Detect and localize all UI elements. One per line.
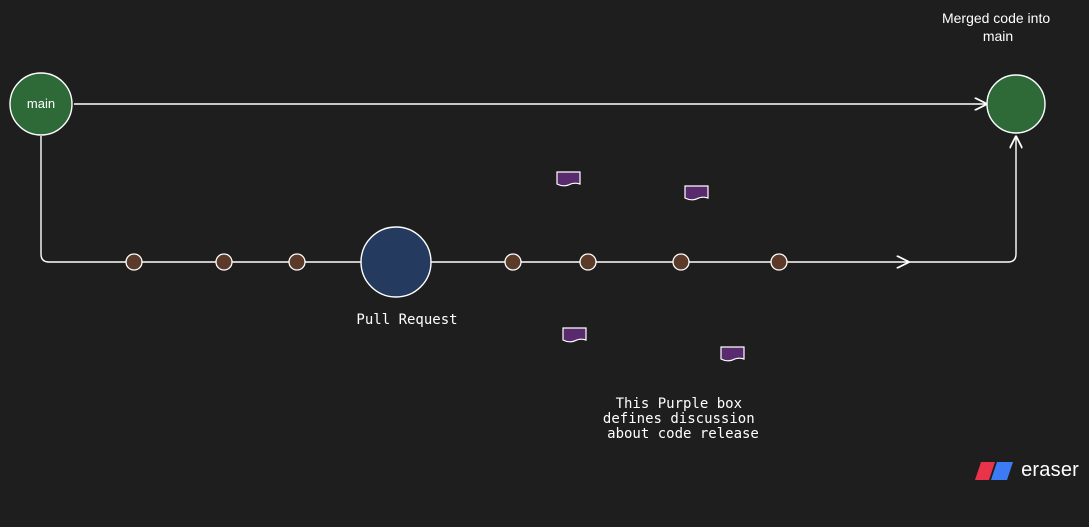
merged-node-label-line-1: Merged code into xyxy=(942,10,1050,26)
commit-dot[interactable] xyxy=(672,253,690,271)
pull-request-node[interactable] xyxy=(360,226,432,298)
discussion-note-line-2: defines discussion xyxy=(603,411,755,427)
merged-node-label: Merged code into main xyxy=(942,10,1054,44)
merged-node-label-line-2: main xyxy=(983,28,1013,44)
commit-dot[interactable] xyxy=(770,253,788,271)
merged-node[interactable] xyxy=(986,74,1046,134)
commit-dot[interactable] xyxy=(288,253,306,271)
main-node[interactable]: main xyxy=(9,72,73,136)
feature-branch-path xyxy=(40,136,908,262)
discussion-box[interactable] xyxy=(556,171,581,187)
main-node-label: main xyxy=(27,96,55,111)
eraser-logo-icon xyxy=(975,461,1014,480)
discussion-box[interactable] xyxy=(684,185,709,201)
eraser-brand[interactable]: eraser xyxy=(975,459,1079,482)
pull-request-label: Pull Request xyxy=(356,312,457,328)
commit-dot[interactable] xyxy=(125,253,143,271)
commit-dot[interactable] xyxy=(215,253,233,271)
discussion-box[interactable] xyxy=(720,346,745,362)
merge-path-arrow xyxy=(908,137,1016,263)
commit-dot[interactable] xyxy=(579,253,597,271)
commit-group xyxy=(125,253,788,271)
discussion-note: This Purple box defines discussion about… xyxy=(603,396,763,442)
eraser-brand-text: eraser xyxy=(1021,459,1079,481)
discussion-note-line-1: This Purple box xyxy=(616,396,742,412)
discussion-box-group xyxy=(556,171,745,362)
commit-dot[interactable] xyxy=(504,253,522,271)
discussion-box[interactable] xyxy=(562,327,587,343)
discussion-note-line-3: about code release xyxy=(607,426,759,442)
